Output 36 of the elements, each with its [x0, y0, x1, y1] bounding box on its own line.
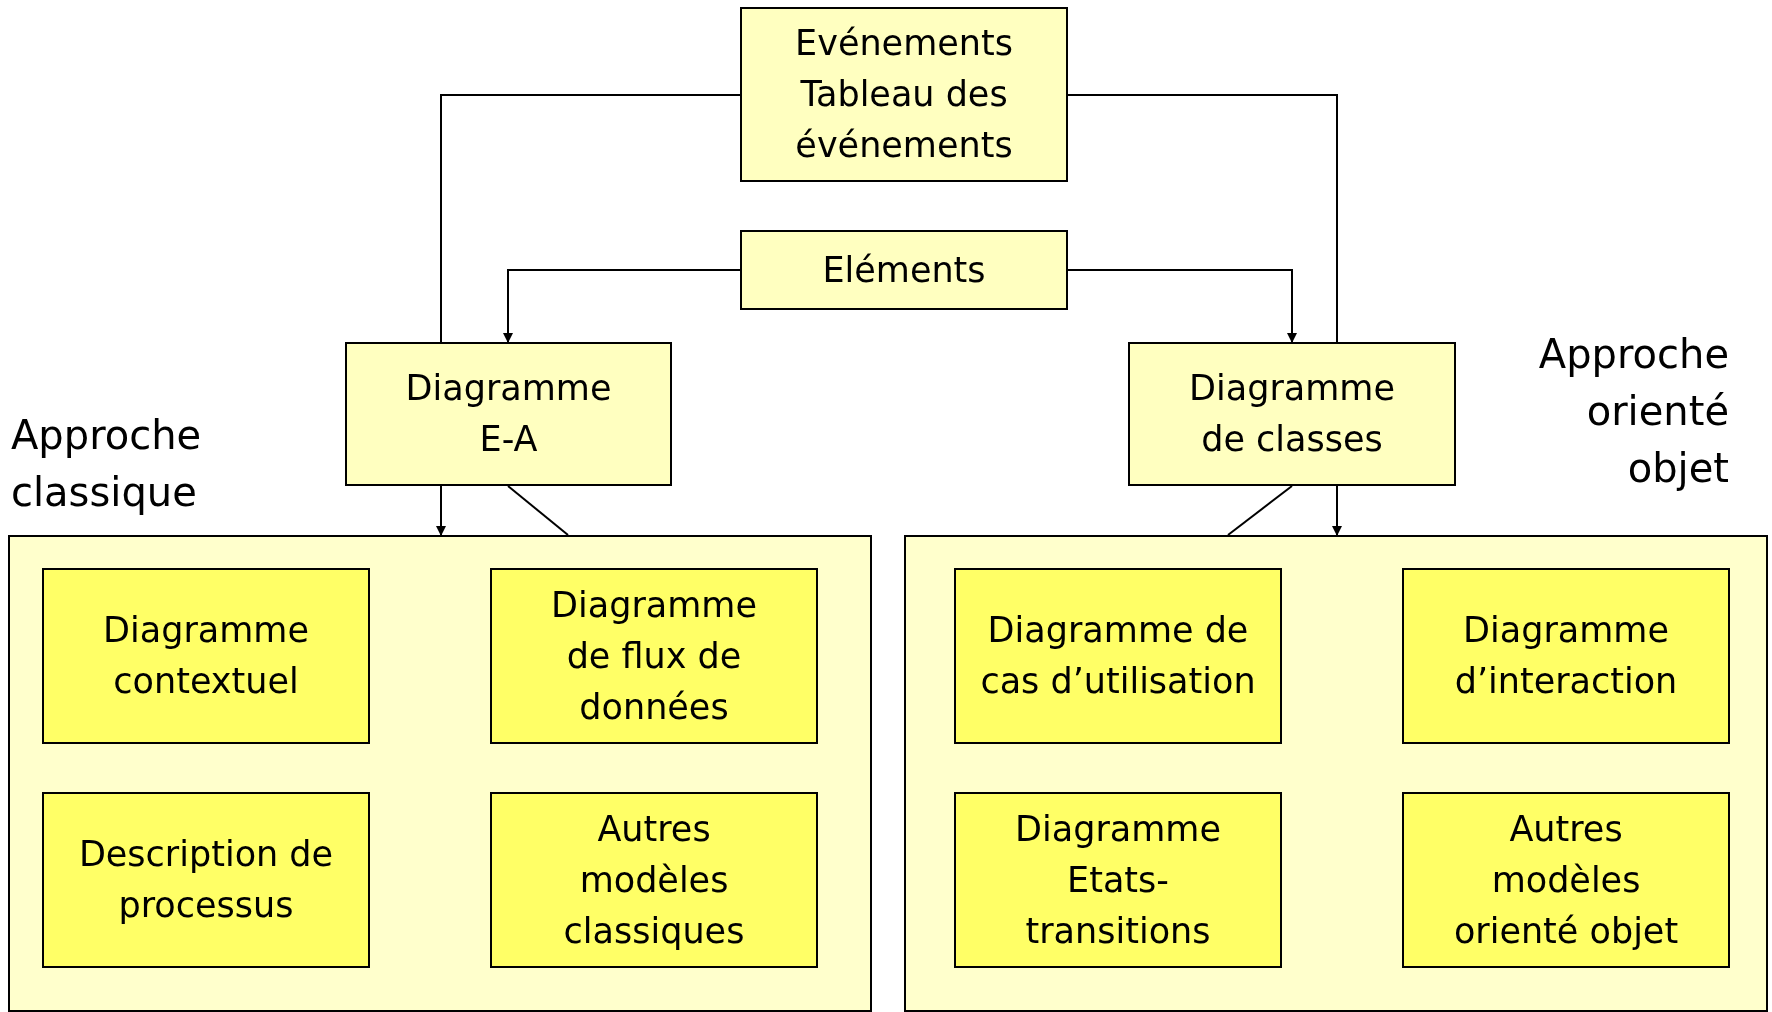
box-label: Diagramme d’interaction: [1453, 609, 1679, 703]
process-box: [490, 568, 818, 744]
process-box: [740, 7, 1068, 182]
box-label: Description de processus: [77, 833, 335, 927]
group-panel: [904, 535, 1768, 1012]
connector-line: [440, 94, 741, 343]
arrow: [1332, 485, 1342, 536]
box-label: Diagramme de cas d’utilisation: [979, 609, 1257, 703]
arrow: [436, 485, 446, 536]
process-box: [490, 792, 818, 968]
process-box: [1402, 568, 1730, 744]
box-label: Diagramme de flux de données: [550, 583, 758, 729]
box-label: Evénements Tableau des événements: [794, 22, 1014, 167]
box-label: Eléments: [822, 248, 986, 292]
arrow: [503, 269, 741, 343]
arrow: [1067, 269, 1297, 343]
connector-line: [507, 485, 569, 536]
connector-line: [1227, 485, 1293, 536]
box-label: Autres modèles orienté objet: [1452, 807, 1680, 953]
process-box: [42, 568, 370, 744]
process-box: [740, 230, 1068, 310]
process-box: [954, 568, 1282, 744]
box-label: Diagramme de classes: [1188, 367, 1396, 461]
box-label: Autres modèles classiques: [562, 807, 746, 953]
process-box: [1402, 792, 1730, 968]
process-box: [42, 792, 370, 968]
process-box: [954, 792, 1282, 968]
box-label: Diagramme contextuel: [102, 609, 310, 703]
group-panel: [8, 535, 872, 1012]
section-heading: Approche classique: [11, 411, 203, 517]
process-box: [1128, 342, 1456, 486]
connector-line: [1067, 94, 1338, 343]
section-heading: Approche orienté objet: [1537, 330, 1729, 493]
box-label: Diagramme Etats-transitions: [1014, 807, 1222, 953]
box-label: Diagramme E-A: [404, 367, 613, 461]
process-box: [345, 342, 672, 486]
